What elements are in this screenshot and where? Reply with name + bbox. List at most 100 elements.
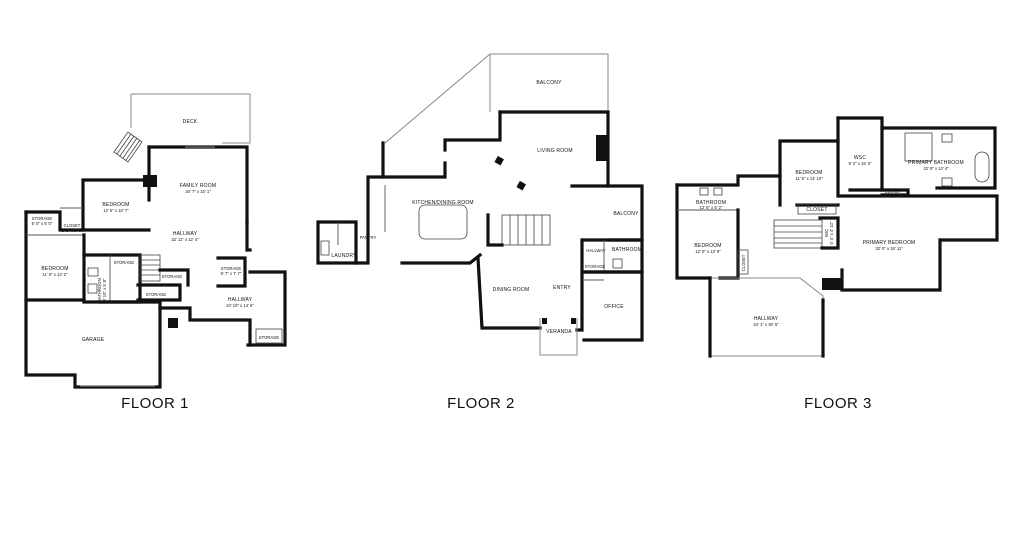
room-label: BATHROOM: [696, 200, 726, 206]
room-label: HALLWAY: [228, 297, 253, 303]
room-label: VERANDA: [546, 329, 572, 335]
room-label: BALCONY: [536, 80, 562, 86]
living-room-walls: [443, 110, 502, 152]
room-label: PANTRY: [360, 235, 377, 240]
column: [168, 318, 178, 328]
room-dimensions: 24' 1" x 30' 6": [753, 322, 779, 327]
room-label: STORAGE: [259, 335, 280, 340]
room-label: STORAGE: [162, 274, 183, 279]
stairs: [501, 214, 551, 246]
storage-walls: [136, 283, 182, 302]
storage-box: [255, 328, 283, 344]
storage-walls: [24, 210, 85, 232]
primary-bath-walls: [880, 126, 997, 190]
room-dimensions: 5' 7" x 7' 7": [221, 271, 242, 276]
room-dimensions: 20' 7" x 15' 1": [185, 189, 211, 194]
room-label: HALLWAY: [586, 248, 605, 253]
kitchen-south-wall: [400, 252, 483, 265]
room-label: STORAGE: [114, 260, 135, 265]
toilet-fixture: [87, 267, 99, 277]
room-dimensions: 12' 0" x 13' 9": [695, 249, 721, 254]
room-label: LIVING ROOM: [537, 148, 573, 154]
room-label: OFFICE: [604, 304, 624, 310]
column: [822, 278, 842, 290]
room-label: CLOSET: [885, 189, 902, 194]
bathroom-walls: [675, 174, 782, 187]
kitchen-walls: [354, 141, 385, 265]
room-label: BATHROOM: [97, 278, 102, 302]
floor-2-title: FLOOR 2: [447, 395, 515, 412]
room-label: BALCONY: [613, 211, 639, 217]
hall-wall: [245, 220, 252, 252]
floor-1-plan: [24, 93, 287, 389]
column: [494, 155, 504, 166]
room-label: CLOSET: [806, 207, 827, 213]
wsc-walls: [836, 116, 884, 192]
room-dimensions: 24' 10" x 14' 6": [226, 303, 254, 308]
room-label: STORAGE: [221, 266, 242, 271]
room-label: HALLWAY: [173, 231, 198, 237]
room-label: STORAGE: [32, 216, 53, 221]
room-label: BATHROOM: [612, 247, 642, 253]
storage-walls: [158, 268, 190, 287]
bathtub: [974, 151, 990, 183]
bedroom-walls: [778, 139, 840, 207]
column: [542, 318, 547, 324]
entry-walls: [575, 238, 584, 332]
fireplace: [596, 135, 608, 161]
floor-3-labels: WSC 9' 2" x 15' 3" PRIMARY BATHROOM 22' …: [694, 155, 963, 327]
room-dimensions: 11' 9" x 13' 2": [43, 272, 68, 277]
deck-outline: [131, 93, 251, 144]
room-label: STORAGE: [146, 292, 167, 297]
room-dimensions: 32' 11" x 12' 4": [171, 237, 199, 242]
room-label: BEDROOM: [41, 266, 68, 272]
storage-walls: [216, 256, 247, 288]
floor-1-title: FLOOR 1: [121, 395, 189, 412]
balcony-outline: [384, 53, 609, 144]
bedroom-east-wall: [718, 208, 740, 280]
hallway-walls: [158, 306, 252, 347]
room-label: BEDROOM: [102, 202, 129, 208]
sink-fixture: [713, 187, 723, 196]
room-label: HALLWAY: [754, 316, 779, 322]
shower: [904, 132, 933, 162]
kitchen-island: [418, 204, 468, 240]
room-dimensions: 9' 2" x 15' 3": [849, 161, 872, 166]
room-label: BEDROOM: [694, 243, 721, 249]
closet-box: [797, 203, 837, 215]
kitchen-walls: [381, 161, 447, 179]
stairs: [773, 219, 823, 249]
room-label: GARAGE: [82, 337, 105, 343]
room-dimensions: 32' 0" x 18' 11": [875, 246, 903, 251]
floor-2-plan: [316, 53, 644, 356]
room-label: FAMILY ROOM: [180, 183, 216, 189]
deck-stairs: [113, 131, 143, 163]
room-label: WSC: [854, 155, 866, 161]
floor-2-labels: BALCONY LIVING ROOM KITCHEN/DINING ROOM …: [331, 80, 642, 335]
west-walls: [675, 183, 712, 280]
room-dimensions: 11' 9" x 14' 10": [795, 176, 823, 181]
room-dimensions: 12' 5" x 10' 7": [103, 208, 129, 213]
primary-bedroom-walls: [838, 194, 999, 242]
room-label: PRIMARY BEDROOM: [863, 240, 916, 246]
veranda-outline: [539, 318, 578, 356]
wic-walls: [818, 216, 840, 250]
stair-walls: [486, 213, 504, 247]
room-label: WIC: [824, 229, 829, 237]
room-label: ENTRY: [553, 285, 571, 291]
room-label: BEDROOM: [795, 170, 822, 176]
column: [571, 318, 576, 324]
office-walls: [582, 270, 644, 342]
laundry-walls: [316, 220, 358, 265]
room-dimensions: 6' 0" x 5' 0": [32, 221, 53, 226]
room-dimensions: 8' 10" x 5' 8": [102, 278, 107, 301]
sink-fixture: [87, 283, 98, 294]
room-label: KITCHEN/DINING ROOM: [412, 200, 474, 206]
closet-box: [737, 249, 749, 275]
sink-fixture: [941, 133, 953, 143]
family-room-wall: [147, 145, 249, 224]
room-label: PRIMARY BATHROOM: [908, 160, 964, 166]
garage-walls: [24, 298, 162, 389]
room-label: LAUNDRY: [331, 253, 357, 259]
washer: [320, 240, 330, 256]
